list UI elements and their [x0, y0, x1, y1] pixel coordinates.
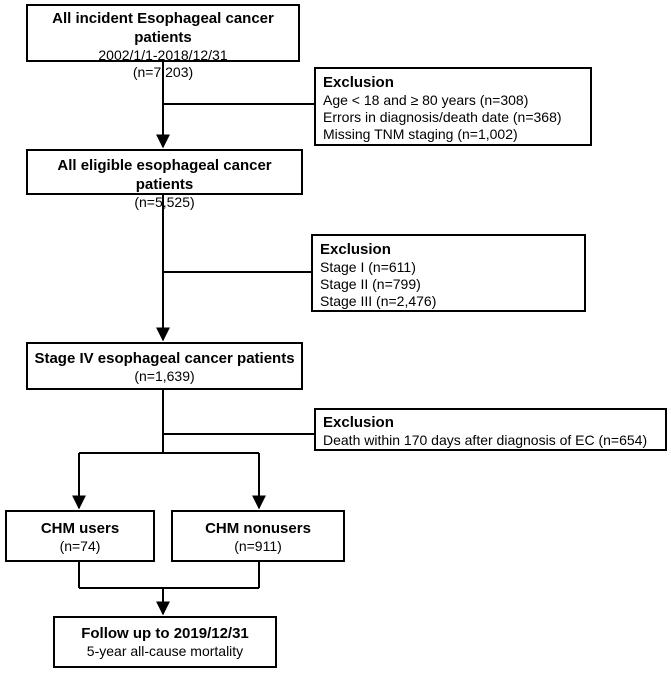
- stage-iv-count: (n=1,639): [134, 368, 195, 384]
- all-incident-title: All incident Esophageal cancer patients: [52, 10, 274, 46]
- all-incident-patients-box: All incident Esophageal cancer patients …: [26, 4, 300, 80]
- chm-nonusers-box: CHM nonusers (n=911): [171, 510, 345, 562]
- chm-users-count: (n=74): [59, 538, 101, 554]
- follow-up-title: Follow up to 2019/12/31: [81, 625, 249, 642]
- exclusion-box-1: Exclusion Age < 18 and ≥ 80 years (n=308…: [314, 67, 592, 146]
- all-incident-count: (n=7,203): [132, 64, 194, 80]
- exclusion-1-missing-tnm: Missing TNM staging (n=1,002): [323, 126, 518, 142]
- all-eligible-patients-box: All eligible esophageal cancer patients …: [26, 149, 303, 210]
- exclusion-1-age: Age < 18 and ≥ 80 years (n=308): [323, 92, 529, 108]
- chm-users-box: CHM users (n=74): [5, 510, 155, 562]
- chm-users-title: CHM users: [40, 520, 120, 537]
- all-eligible-count: (n=5,525): [134, 194, 195, 210]
- exclusion-2-stage-i: Stage I (n=611): [320, 259, 416, 275]
- chm-nonusers-count: (n=911): [234, 538, 282, 554]
- exclusion-2-stage-ii: Stage II (n=799): [320, 276, 421, 292]
- exclusion-box-2: Exclusion Stage I (n=611) Stage II (n=79…: [311, 234, 586, 312]
- chm-nonusers-title: CHM nonusers: [205, 520, 311, 537]
- stage-iv-patients-box: Stage IV esophageal cancer patients (n=1…: [26, 342, 303, 390]
- exclusion-3-title: Exclusion: [323, 414, 394, 431]
- all-incident-date-range: 2002/1/1-2018/12/31: [98, 47, 228, 63]
- stage-iv-title: Stage IV esophageal cancer patients: [34, 350, 295, 367]
- follow-up-outcome: 5-year all-cause mortality: [86, 643, 244, 659]
- exclusion-2-stage-iii: Stage III (n=2,476): [320, 293, 437, 309]
- follow-up-box: Follow up to 2019/12/31 5-year all-cause…: [53, 616, 277, 668]
- exclusion-2-title: Exclusion: [320, 241, 391, 258]
- exclusion-box-3: Exclusion Death within 170 days after di…: [314, 408, 667, 451]
- exclusion-1-title: Exclusion: [323, 74, 394, 91]
- exclusion-3-death: Death within 170 days after diagnosis of…: [323, 432, 648, 448]
- exclusion-1-errors: Errors in diagnosis/death date (n=368): [323, 109, 562, 125]
- all-eligible-title: All eligible esophageal cancer patients: [57, 157, 272, 193]
